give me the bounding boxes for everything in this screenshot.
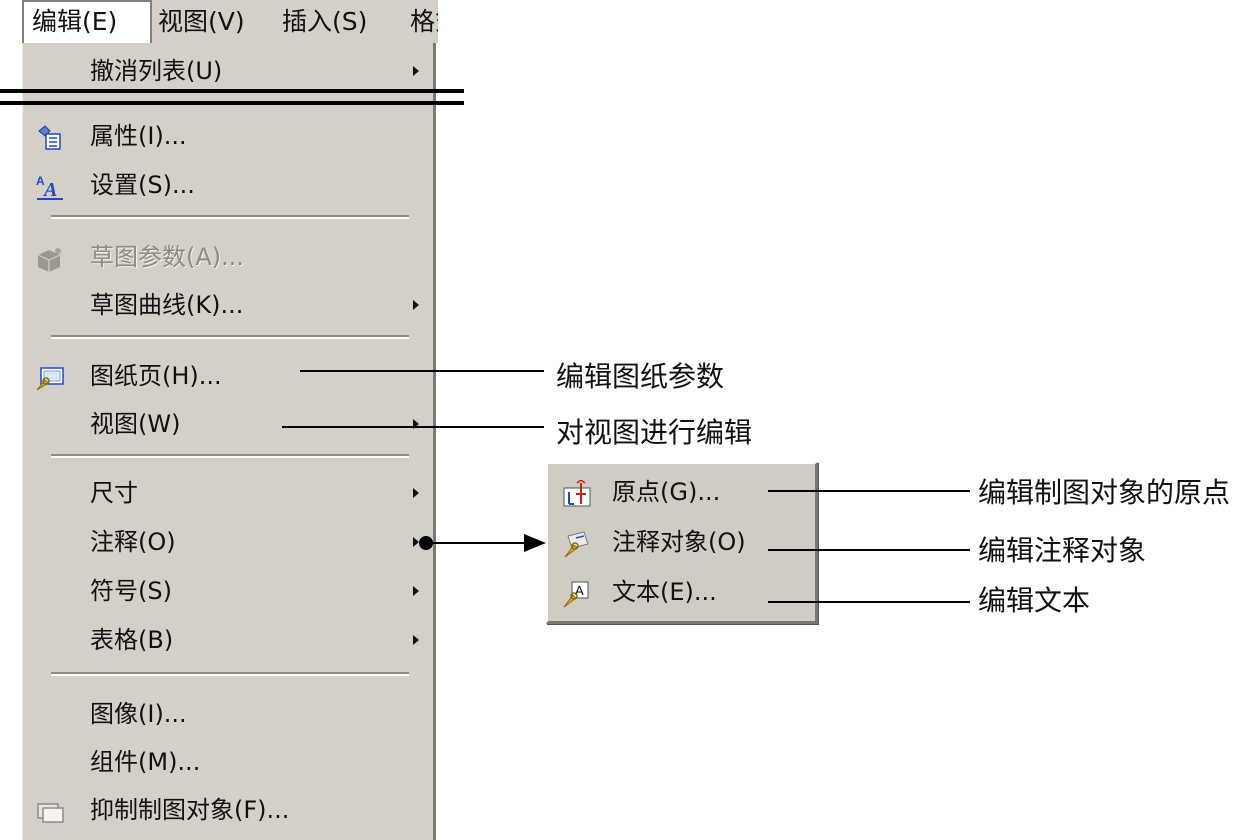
menubar: 编辑(E) 视图(V) 插入(S) 格式 [22, 0, 438, 43]
menu-separator [51, 672, 409, 676]
menu-item-suppress[interactable]: 抑制制图对象(F)... [23, 788, 433, 832]
menu-item-label: 符号(S) [90, 577, 172, 605]
menu-separator [51, 335, 409, 339]
annotation-edit-annotation-object: 编辑注释对象 [978, 534, 1147, 567]
submenu-arrow-icon [413, 586, 419, 596]
submenu-arrow-icon [413, 537, 419, 547]
menu-item-sketch-curves[interactable]: 草图曲线(K)... [23, 283, 433, 327]
submenu-arrow-icon [413, 300, 419, 310]
submenu-item-origin[interactable]: 原点(G)... [548, 470, 815, 514]
annotation-object-icon [562, 528, 592, 558]
suppress-icon [35, 796, 65, 824]
properties-icon [35, 122, 65, 150]
menu-item-properties[interactable]: 属性(I)... [23, 114, 433, 158]
pointer-arrow [419, 534, 546, 552]
svg-text:A: A [36, 174, 45, 188]
menu-item-label: 撤消列表(U) [90, 57, 223, 85]
submenu-arrow-icon [413, 488, 419, 498]
annotation-edit-text: 编辑文本 [978, 584, 1091, 617]
menu-item-label: 图纸页(H)... [90, 362, 222, 390]
submenu-arrow-icon [413, 66, 419, 76]
annotation-edit-sheet-params: 编辑图纸参数 [556, 360, 725, 393]
menu-item-component[interactable]: 组件(M)... [23, 740, 433, 784]
menu-item-label: 抑制制图对象(F)... [90, 796, 290, 824]
break-line [0, 89, 464, 93]
annotation-edit-view: 对视图进行编辑 [556, 416, 753, 449]
sheet-icon [35, 362, 65, 391]
svg-text:A: A [42, 179, 57, 201]
menu-view[interactable]: 视图(V) [158, 7, 245, 36]
menu-item-sheet[interactable]: 图纸页(H)... [23, 354, 433, 398]
menu-item-label: 组件(M)... [90, 748, 201, 776]
menu-edit[interactable]: 编辑(E) [22, 0, 152, 43]
menu-item-label: 草图曲线(K)... [90, 291, 244, 319]
edit-dropdown-menu: 撤消列表(U) 属性(I)... A A 设置(S)... [22, 43, 436, 840]
menu-item-label: 注释(O) [90, 528, 176, 556]
menu-item-label: 图像(I)... [90, 700, 187, 728]
menu-item-table[interactable]: 表格(B) [23, 618, 433, 662]
menu-item-label: 属性(I)... [90, 122, 187, 150]
menu-item-label: 草图参数(A)... [90, 243, 245, 271]
menu-separator [51, 454, 409, 458]
menu-insert[interactable]: 插入(S) [282, 7, 368, 36]
text-icon: A [562, 578, 592, 608]
break-line [0, 101, 464, 105]
menu-item-label: 尺寸 [90, 479, 138, 507]
leader-line [768, 549, 970, 551]
menu-item-label: 表格(B) [90, 626, 174, 654]
menu-separator [51, 215, 409, 219]
origin-icon [562, 478, 592, 507]
menu-item-label: 视图(W) [90, 410, 181, 438]
annotation-submenu: 原点(G)... 注释对象(O) A 文本(E)... [546, 462, 818, 624]
submenu-item-text[interactable]: A 文本(E)... [548, 570, 815, 614]
submenu-item-annotation-object[interactable]: 注释对象(O) [548, 520, 815, 564]
leader-line [768, 601, 970, 603]
menu-item-dimension[interactable]: 尺寸 [23, 471, 433, 515]
svg-text:A: A [575, 583, 584, 598]
menu-item-symbol[interactable]: 符号(S) [23, 569, 433, 613]
leader-line [282, 426, 544, 428]
submenu-arrow-icon [413, 419, 419, 429]
menu-item-sketch-params: 草图参数(A)... [23, 235, 433, 279]
submenu-item-label: 文本(E)... [612, 578, 717, 606]
submenu-item-label: 注释对象(O) [612, 528, 746, 556]
menu-item-settings[interactable]: A A 设置(S)... [23, 163, 433, 207]
menu-item-annotation[interactable]: 注释(O) [23, 520, 433, 564]
menu-format[interactable]: 格式 [410, 7, 438, 36]
leader-line [300, 370, 544, 372]
menu-item-undo-list[interactable]: 撤消列表(U) [23, 49, 433, 93]
sketch-params-icon [35, 243, 65, 272]
text-settings-icon: A A [35, 171, 65, 201]
leader-line [768, 490, 970, 492]
menu-item-image[interactable]: 图像(I)... [23, 692, 433, 736]
menu-item-view[interactable]: 视图(W) [23, 402, 433, 446]
submenu-item-label: 原点(G)... [612, 478, 721, 506]
menu-item-label: 设置(S)... [90, 171, 195, 199]
annotation-edit-origin: 编辑制图对象的原点 [978, 476, 1231, 509]
submenu-arrow-icon [413, 635, 419, 645]
